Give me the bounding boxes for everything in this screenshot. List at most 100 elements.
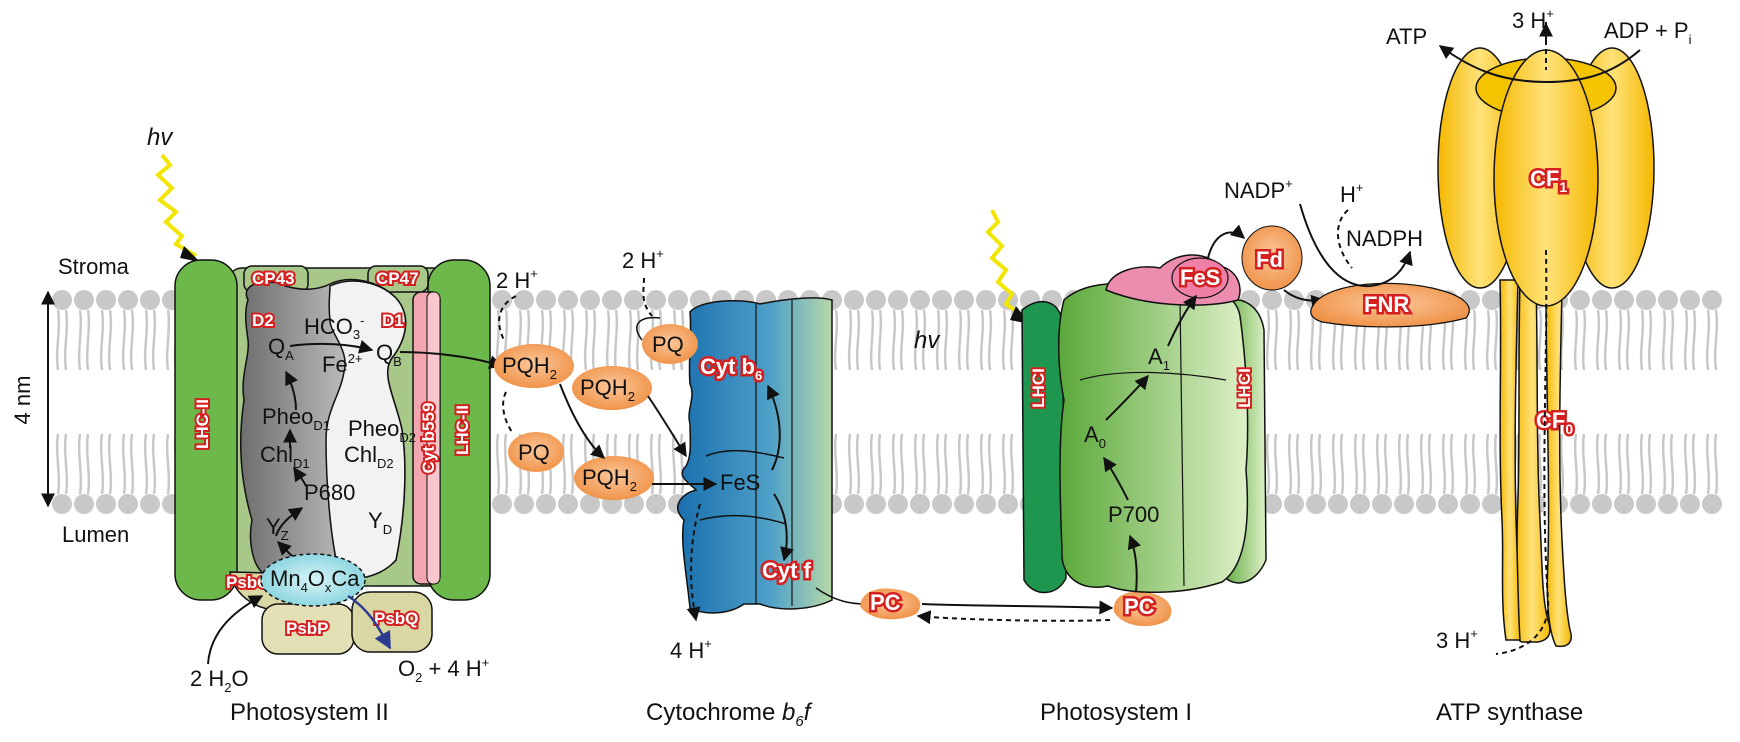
lipid-tail <box>63 309 69 371</box>
lipid-tail <box>1493 433 1499 495</box>
lipid-tail <box>1639 433 1645 495</box>
lipid-tail <box>1705 433 1711 495</box>
lipid-tail <box>1449 433 1455 495</box>
lipid-tail <box>1265 433 1271 495</box>
lipid-tail <box>1713 309 1719 371</box>
lipid-tail <box>63 433 69 495</box>
lipid-head <box>1702 290 1722 310</box>
fd <box>1241 225 1303 291</box>
lipid-tail <box>943 309 949 371</box>
lipid-tail <box>913 433 919 495</box>
lipid-tail <box>921 433 927 495</box>
lipid-tail <box>1625 309 1631 371</box>
lipid-tail <box>899 433 905 495</box>
psi-caption: Photosystem I <box>1040 699 1192 726</box>
lipid-head <box>844 290 864 310</box>
lipid-head <box>1284 494 1304 514</box>
cf0 <box>1513 279 1551 643</box>
lipid-tail <box>121 309 127 371</box>
lipid-head <box>1570 494 1590 514</box>
cytb6f-body <box>677 297 833 614</box>
pc-1-to-psi <box>921 600 1114 615</box>
d1-label: D1 <box>382 311 404 330</box>
nadp-label: NADP+ <box>1224 176 1293 203</box>
pheo-d1-label: PheoD1 <box>262 404 330 433</box>
lipid-tail <box>99 433 105 495</box>
arrow-a0-a1 <box>1105 374 1149 421</box>
lipid-tail <box>1603 433 1609 495</box>
cytb6f-caption: Cytochrome b6f <box>646 699 813 730</box>
lipid-tail <box>1309 309 1315 371</box>
cp47 <box>367 265 429 293</box>
lipid-tail <box>1471 433 1477 495</box>
lipid-tail <box>921 309 927 371</box>
arrow-fes-cytb6 <box>767 384 781 471</box>
lipid-tail <box>613 309 619 371</box>
lipid-tail <box>1691 433 1697 495</box>
adp-label: ADP + Pi <box>1604 18 1692 47</box>
arrow-a1-fes <box>1167 294 1197 347</box>
light-bolt-psii <box>154 153 198 258</box>
cyt-b6-label: Cyt b6 <box>700 354 762 383</box>
lipid-tail <box>591 309 597 371</box>
yd-label: YD <box>368 508 392 537</box>
lipid-tail <box>1295 433 1301 495</box>
lipid-tail <box>1669 309 1675 371</box>
lipid-head <box>1658 290 1678 310</box>
lipid-tail <box>1691 309 1697 371</box>
lipid-tail <box>1273 433 1279 495</box>
lipid-head <box>932 290 952 310</box>
lipid-tail <box>965 433 971 495</box>
lipid-tail <box>165 433 171 495</box>
lipid-head <box>52 290 72 310</box>
lipid-head <box>1680 290 1700 310</box>
lipid-head <box>1482 494 1502 514</box>
lipid-head <box>1658 494 1678 514</box>
arrow-nadp-nadph <box>1299 203 1413 288</box>
lipid-tail <box>1339 433 1345 495</box>
pqh2-2-label: PQH2 <box>580 375 635 404</box>
lipid-tail <box>1383 433 1389 495</box>
h2-stroma-label-psii: 2 H+ <box>496 266 538 293</box>
lipid-tail <box>1471 309 1477 371</box>
lipid-head <box>140 494 160 514</box>
lipid-head <box>1614 290 1634 310</box>
arrow-mn-o2 <box>347 594 392 650</box>
lipid-tail <box>1661 309 1667 371</box>
lipid-head <box>1284 290 1304 310</box>
qb-label: QB <box>376 340 402 369</box>
fe2-label: Fe2+ <box>322 351 363 377</box>
psbp: PsbP <box>261 603 355 655</box>
arrow-pheo-qa <box>285 370 298 411</box>
qa-label: QA <box>268 334 294 363</box>
lipid-head <box>514 494 534 514</box>
lipid-head <box>910 494 930 514</box>
lipid-head <box>1592 494 1612 514</box>
lipid-tail <box>129 433 135 495</box>
lipid-tail <box>1331 433 1337 495</box>
lipid-tail <box>77 433 83 495</box>
lipid-head <box>1438 494 1458 514</box>
lipid-tail <box>151 433 157 495</box>
arrow-yz-p680 <box>275 507 304 537</box>
proton-path-dash <box>1495 22 1550 655</box>
lipid-tail <box>833 433 839 495</box>
lipid-tail <box>1559 309 1565 371</box>
lipid-head <box>1350 494 1370 514</box>
svg-text:PsbO: PsbO <box>226 573 270 592</box>
lipid-tail <box>569 433 575 495</box>
arrow-pqh2-to-pqh2 <box>559 383 606 459</box>
d2-label: D2 <box>252 311 274 330</box>
lipid-head <box>1680 494 1700 514</box>
lipid-tail <box>1559 433 1565 495</box>
lipid-head <box>492 494 512 514</box>
cytochrome-b6f: 2 H+ PQ Cyt b6 FeS Cyt f 4 H+ Cytochrome… <box>622 246 833 730</box>
lipid-tail <box>987 309 993 371</box>
pq-2 <box>642 324 698 364</box>
ferredoxin-fnr: Fd FNR NADP+ H+ NADPH <box>1207 176 1470 328</box>
h3-bottom-label: 3 H+ <box>1436 626 1478 653</box>
p700-label: P700 <box>1108 502 1159 527</box>
h2-stroma-label-b6f: 2 H+ <box>622 246 664 273</box>
lipid-tail <box>1537 309 1543 371</box>
lipid-tail <box>1273 309 1279 371</box>
